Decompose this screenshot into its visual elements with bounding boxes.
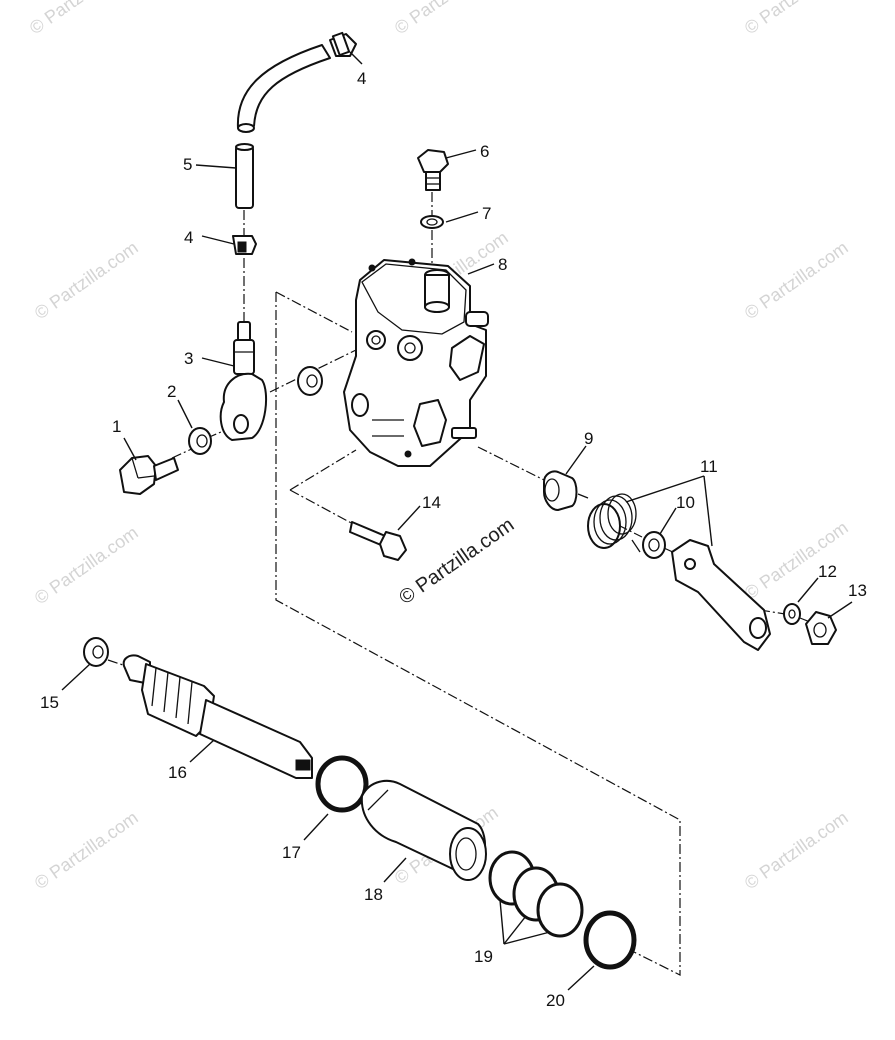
part-label: 7 xyxy=(482,204,491,223)
return-spring xyxy=(577,493,641,553)
watermark: © Partzilla.com xyxy=(31,237,142,323)
part-label: 14 xyxy=(422,493,441,512)
banjo-fitting xyxy=(219,321,268,441)
part-label: 18 xyxy=(364,885,383,904)
hose-clamp xyxy=(232,235,257,255)
watermark: © Partzilla.com xyxy=(31,522,142,608)
watermark: © Partzilla.com xyxy=(741,0,852,38)
lock-washer xyxy=(783,603,801,625)
part-label: 1 xyxy=(112,417,121,436)
banjo-bolt xyxy=(119,455,179,495)
part-label: 6 xyxy=(480,142,489,161)
watermark: © Partzilla.com xyxy=(741,807,852,893)
part-label: 9 xyxy=(584,429,593,448)
part-label: 4 xyxy=(357,69,366,88)
mounting-screw xyxy=(349,521,407,561)
part-label: 2 xyxy=(167,382,176,401)
part-label: 10 xyxy=(676,493,695,512)
pump-sleeve xyxy=(360,779,487,881)
part-label: 3 xyxy=(184,349,193,368)
hose-segment xyxy=(235,143,254,209)
part-label: 19 xyxy=(474,947,493,966)
part-label: 13 xyxy=(848,581,867,600)
watermark: © Partzilla.com xyxy=(31,807,142,893)
watermark: © Partzilla.com xyxy=(741,237,852,323)
watermark: © Partzilla.com xyxy=(26,0,137,38)
shim-set xyxy=(488,850,584,938)
watermark: © Partzilla.com xyxy=(391,0,502,38)
leader-lines xyxy=(61,51,853,991)
part-label: 20 xyxy=(546,991,565,1010)
part-labels: 1 2 3 4 4 5 6 7 8 9 10 11 12 13 14 15 16… xyxy=(40,69,867,1010)
lever-washer xyxy=(642,531,666,559)
o-ring xyxy=(315,755,369,813)
lever-nut xyxy=(805,611,837,645)
shaft-washer xyxy=(83,637,109,667)
oil-pump-body xyxy=(343,258,489,467)
pump-inlet-washer xyxy=(297,366,323,396)
part-label: 12 xyxy=(818,562,837,581)
part-label: 4 xyxy=(184,228,193,247)
part-label: 17 xyxy=(282,843,301,862)
drive-gear-shaft xyxy=(122,654,313,779)
part-label: 15 xyxy=(40,693,59,712)
pump-lever xyxy=(671,539,771,651)
bolt-washer xyxy=(420,215,444,229)
part-label: 8 xyxy=(498,255,507,274)
center-watermark: © Partzilla.com xyxy=(395,514,518,609)
hose-assembly xyxy=(236,31,357,133)
part-label: 5 xyxy=(183,155,192,174)
end-o-ring xyxy=(583,910,637,970)
washer xyxy=(188,427,212,455)
assembly-lines xyxy=(107,192,811,976)
part-label: 11 xyxy=(700,457,718,476)
part-label: 16 xyxy=(168,763,187,782)
bleed-bolt xyxy=(417,149,449,191)
bushing xyxy=(543,470,578,511)
watermark: © Partzilla.com xyxy=(741,517,852,603)
